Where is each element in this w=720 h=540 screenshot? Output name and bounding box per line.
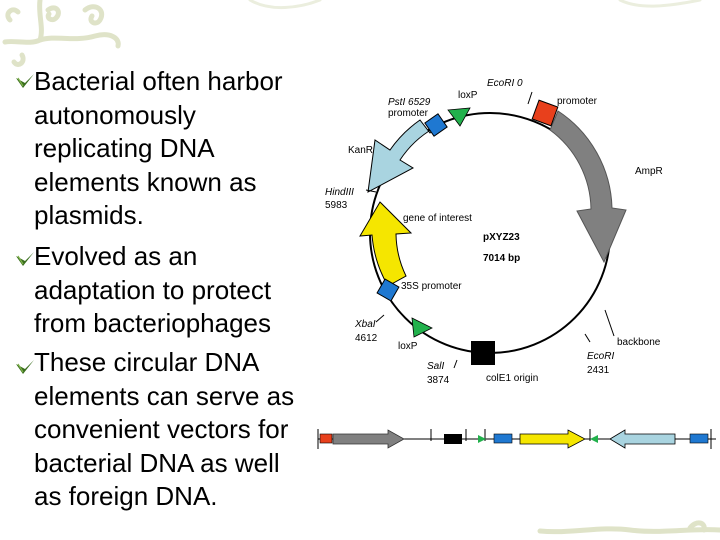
plasmid-name-label: pXYZ23	[483, 232, 520, 243]
linear-promoter-red	[319, 433, 333, 444]
cole1-origin-marker	[471, 341, 495, 365]
hindiii-label: HindIII	[325, 187, 354, 198]
cole1-origin-label: colE1 origin	[486, 373, 538, 384]
bullet-2-text: Evolved as an adaptation to protect from…	[34, 241, 272, 338]
hindiii-position-label: 5983	[325, 200, 348, 211]
psti-label: PstI 6529	[388, 97, 431, 108]
linear-kanr-arrow	[609, 429, 676, 449]
promoter-red-marker	[531, 99, 559, 127]
backbone-label: backbone	[617, 337, 661, 348]
promoter-blue-marker	[424, 113, 448, 137]
promoter-35s-label: 35S promoter	[401, 281, 462, 292]
loxp-top-label: loxP	[458, 90, 478, 101]
sali-position-label: 3874	[427, 375, 450, 386]
loxp-bottom-marker	[411, 317, 433, 338]
promoter-35s-marker	[376, 278, 400, 302]
gene-of-interest-label: gene of interest	[403, 213, 472, 224]
xbai-position-label: 4612	[355, 333, 378, 344]
xbai-label: XbaI	[354, 319, 376, 330]
linear-ampr-arrow	[332, 429, 405, 449]
checkmark-bullet-icon	[16, 74, 34, 88]
checkmark-bullet-icon	[16, 360, 34, 374]
linear-loxp-marker	[478, 435, 486, 443]
sali-label: SalI	[427, 361, 444, 372]
checkmark-bullet-icon	[16, 252, 34, 266]
ecori-top-label: EcoRI 0	[487, 78, 523, 89]
loxp-top-marker	[447, 107, 471, 127]
ecori-bottom-label: EcoRI	[587, 351, 614, 362]
ampr-arrow	[549, 110, 627, 264]
plasmid-size-label: 7014 bp	[483, 253, 520, 264]
linear-plasmid-map	[317, 429, 716, 449]
loxp-bottom-label: loxP	[398, 341, 418, 352]
bullet-1-text: Bacterial often harbor autonomously repl…	[34, 66, 283, 230]
promoter-left-label: promoter	[388, 108, 429, 119]
linear-origin-marker	[444, 434, 462, 444]
kanr-label: KanR	[348, 145, 373, 156]
bullet-3-text: These circular DNA elements can serve as…	[34, 347, 295, 511]
kanr-arrow	[367, 119, 435, 193]
ecori-bottom-position-label: 2431	[587, 365, 610, 376]
linear-promoter-blue-2	[689, 433, 709, 444]
linear-gene-arrow	[519, 429, 586, 449]
gene-of-interest-arrow	[359, 201, 413, 287]
bullet-list: Bacterial often harbor autonomously repl…	[0, 0, 330, 540]
linear-promoter-blue-1	[493, 433, 513, 444]
promoter-top-label: promoter	[557, 96, 598, 107]
ampr-label: AmpR	[635, 166, 663, 177]
